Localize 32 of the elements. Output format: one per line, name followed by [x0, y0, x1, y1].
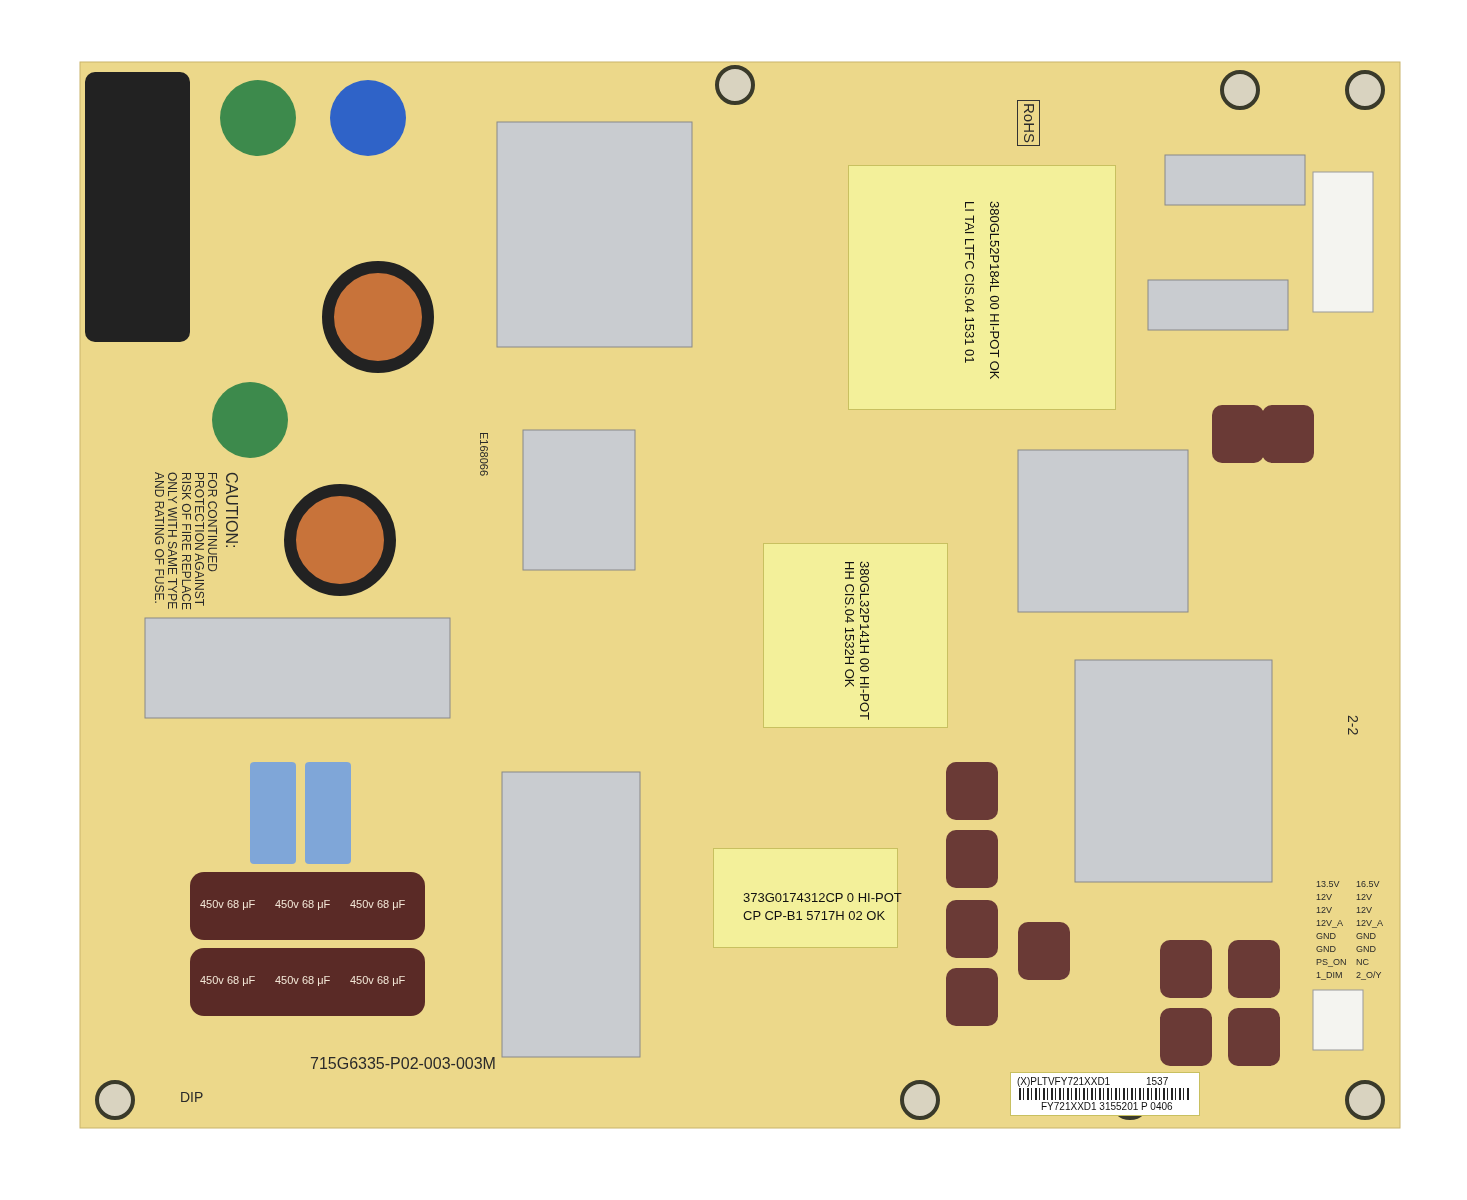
compliance-mark: RoHS: [1017, 100, 1040, 146]
capacitor-rating: 450v 68 μF: [200, 898, 256, 911]
board-marking: 2-2: [1344, 715, 1360, 736]
pin-label: 2_O/Y: [1356, 971, 1382, 981]
caution-text: CAUTION:: [222, 472, 240, 549]
pin-label: GND: [1356, 945, 1376, 955]
pin-label: GND: [1356, 932, 1376, 942]
pin-label: 12V: [1356, 893, 1372, 903]
capacitor-rating: 450v 68 μF: [350, 974, 406, 987]
board-part-number: 715G6335-P02-003-003M: [310, 1055, 496, 1073]
pin-label: PS_ON: [1316, 958, 1347, 968]
pin-label: 12V: [1356, 906, 1372, 916]
dip-marking: DIP: [180, 1090, 204, 1106]
capacitor-rating: 450v 68 μF: [275, 974, 331, 987]
pin-label: 1_DIM: [1316, 971, 1343, 981]
barcode-label: (X)PLTVFY721XXD1 1537 FY721XXD1 3155201 P 0406: [1010, 1072, 1200, 1116]
pin-label: 12V_A: [1356, 919, 1384, 929]
pin-label: 16.5V: [1356, 880, 1380, 890]
pin-label: 12V_A: [1316, 919, 1344, 929]
transformer: 380GL32P141H 00 HI-POT HH CIS.04 1532H OK: [763, 543, 948, 728]
capacitor-rating: 450v 68 μF: [275, 898, 331, 911]
pin-label: 13.5V: [1316, 880, 1340, 890]
capacitor-rating: 450v 68 μF: [350, 898, 406, 911]
pin-label: 12V: [1316, 906, 1332, 916]
certification-number: E168066: [477, 432, 490, 477]
capacitor-rating: 450v 68 μF: [200, 974, 256, 987]
pin-label: GND: [1316, 945, 1336, 955]
caution-text: FOR CONTINUED PROTECTION AGAINST RISK OF FIRE REPLACE ONLY WITH SAME TYPE AND RATING OF FUSE.: [152, 472, 218, 613]
transformer: 380GL52P184L 00 HI-POT OK LI TAI LTFC CIS.04 1531 01: [848, 165, 1116, 410]
pin-label: 12V: [1316, 893, 1332, 903]
pin-label: NC: [1356, 958, 1369, 968]
pin-label: GND: [1316, 932, 1336, 942]
